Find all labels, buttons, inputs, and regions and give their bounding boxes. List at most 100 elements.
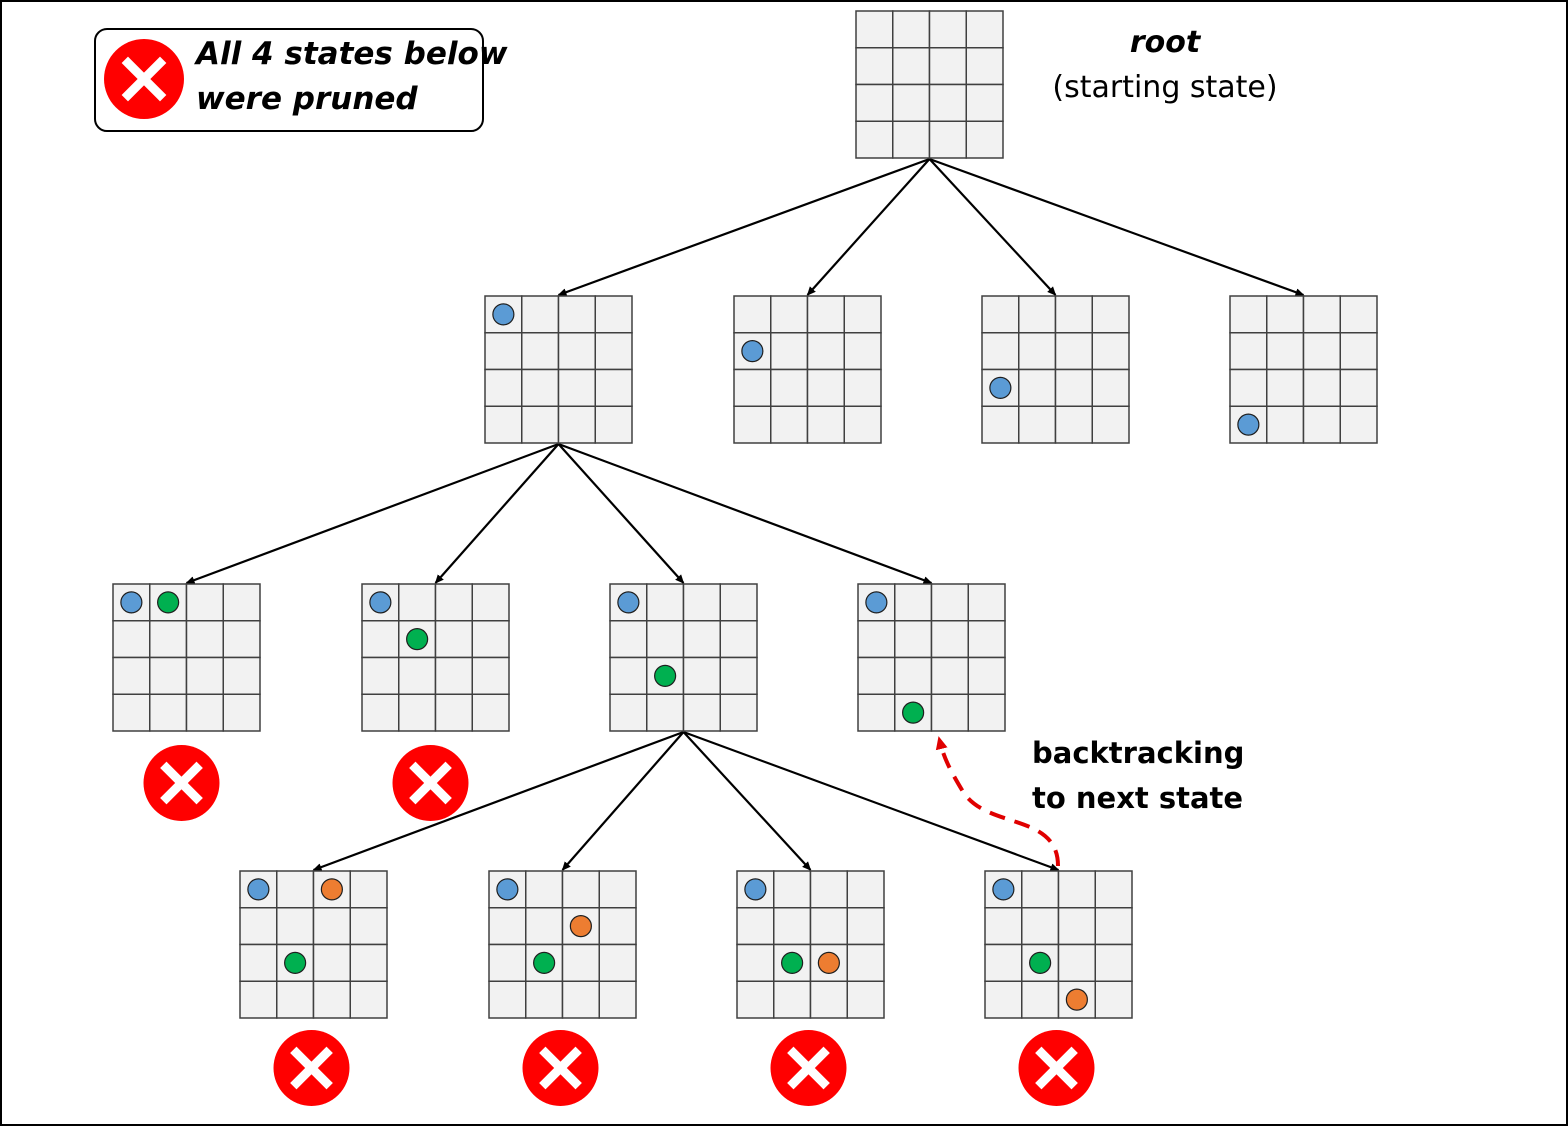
board-cell <box>846 943 885 982</box>
board-level1-2 <box>733 295 882 444</box>
queen-2 <box>157 591 180 614</box>
board-cell <box>846 980 885 1019</box>
board-cell <box>981 405 1020 444</box>
board-cell <box>733 405 772 444</box>
queen-1 <box>865 591 888 614</box>
board-cell <box>222 620 261 659</box>
board-cell <box>1302 368 1341 407</box>
board-cell <box>928 47 967 86</box>
legend-line-2: were pruned <box>196 81 418 117</box>
board-cell <box>1018 295 1057 334</box>
board-cell <box>736 943 775 982</box>
board-cell <box>521 405 560 444</box>
board-cell <box>609 656 648 695</box>
board-cell <box>398 656 437 695</box>
queen-3 <box>1065 988 1088 1011</box>
board-cell <box>894 693 933 732</box>
board-cell <box>1094 943 1133 982</box>
pruned-icon-level3-4 <box>1018 1030 1095 1106</box>
board-cell <box>185 620 224 659</box>
board-cell <box>857 656 896 695</box>
board-cell <box>857 693 896 732</box>
board-cell <box>488 943 527 982</box>
board-cell <box>733 368 772 407</box>
board-cell <box>561 943 600 982</box>
edge-level2-to-level3-3 <box>682 731 812 871</box>
board-cell <box>349 943 388 982</box>
board-cell <box>682 693 721 732</box>
board-cell <box>806 332 845 371</box>
queen-1 <box>247 878 270 901</box>
board-cell <box>843 368 882 407</box>
board-cell <box>471 693 510 732</box>
root-subtitle: (starting state) <box>1052 70 1277 105</box>
queen-1 <box>989 376 1012 399</box>
board-cell <box>843 405 882 444</box>
board-level1-4 <box>1229 295 1378 444</box>
board-level1-3 <box>981 295 1130 444</box>
board-cell <box>984 980 1023 1019</box>
board-cell <box>488 907 527 946</box>
board-cell <box>1021 980 1060 1019</box>
board-cell <box>773 980 812 1019</box>
board-cell <box>471 656 510 695</box>
queen-2 <box>654 664 677 687</box>
queen-1 <box>496 878 519 901</box>
edge-level1-to-level2-4 <box>558 442 933 585</box>
board-cell <box>855 47 894 86</box>
board-cell <box>892 83 931 122</box>
queen-2 <box>781 951 804 974</box>
board-cell <box>525 907 564 946</box>
backtrack-line-2: to next state <box>1032 781 1243 815</box>
board-cell <box>892 10 931 49</box>
board-cell <box>1094 980 1133 1019</box>
edge-level1-to-level2-3 <box>557 443 685 584</box>
queen-3 <box>817 951 840 974</box>
board-cell <box>894 620 933 659</box>
board-cell <box>185 693 224 732</box>
board-cell <box>609 693 648 732</box>
board-cell <box>561 980 600 1019</box>
board-cell <box>965 120 1004 159</box>
board-level2-1 <box>112 583 261 732</box>
board-cell <box>736 907 775 946</box>
board-cell <box>276 907 315 946</box>
board-cell <box>1021 870 1060 909</box>
queen-1 <box>741 340 764 363</box>
board-cell <box>149 693 188 732</box>
board-cell <box>471 620 510 659</box>
board-cell <box>598 980 637 1019</box>
board-cell <box>967 656 1006 695</box>
board-cell <box>349 870 388 909</box>
board-cell <box>598 907 637 946</box>
board-level3-2 <box>488 870 637 1019</box>
board-cell <box>112 656 151 695</box>
board-root <box>855 10 1004 159</box>
queen-2 <box>1029 951 1052 974</box>
board-cell <box>981 295 1020 334</box>
board-cell <box>112 693 151 732</box>
board-cell <box>682 620 721 659</box>
board-cell <box>855 120 894 159</box>
board-cell <box>521 295 560 334</box>
edge-root-to-level1-2 <box>806 158 931 296</box>
board-cell <box>149 620 188 659</box>
board-cell <box>981 332 1020 371</box>
board-cell <box>361 620 400 659</box>
board-cell <box>894 583 933 622</box>
board-cell <box>1091 368 1130 407</box>
board-cell <box>1339 295 1378 334</box>
board-cell <box>1339 332 1378 371</box>
board-cell <box>398 693 437 732</box>
board-cell <box>361 693 400 732</box>
board-cell <box>773 907 812 946</box>
edge-level2-to-level3-2 <box>561 731 685 871</box>
board-cell <box>928 83 967 122</box>
board-cell <box>770 332 809 371</box>
queen-1 <box>617 591 640 614</box>
board-cell <box>1057 870 1096 909</box>
edge-level2-to-level3-1 <box>312 730 684 872</box>
board-cell <box>312 943 351 982</box>
board-cell <box>222 583 261 622</box>
